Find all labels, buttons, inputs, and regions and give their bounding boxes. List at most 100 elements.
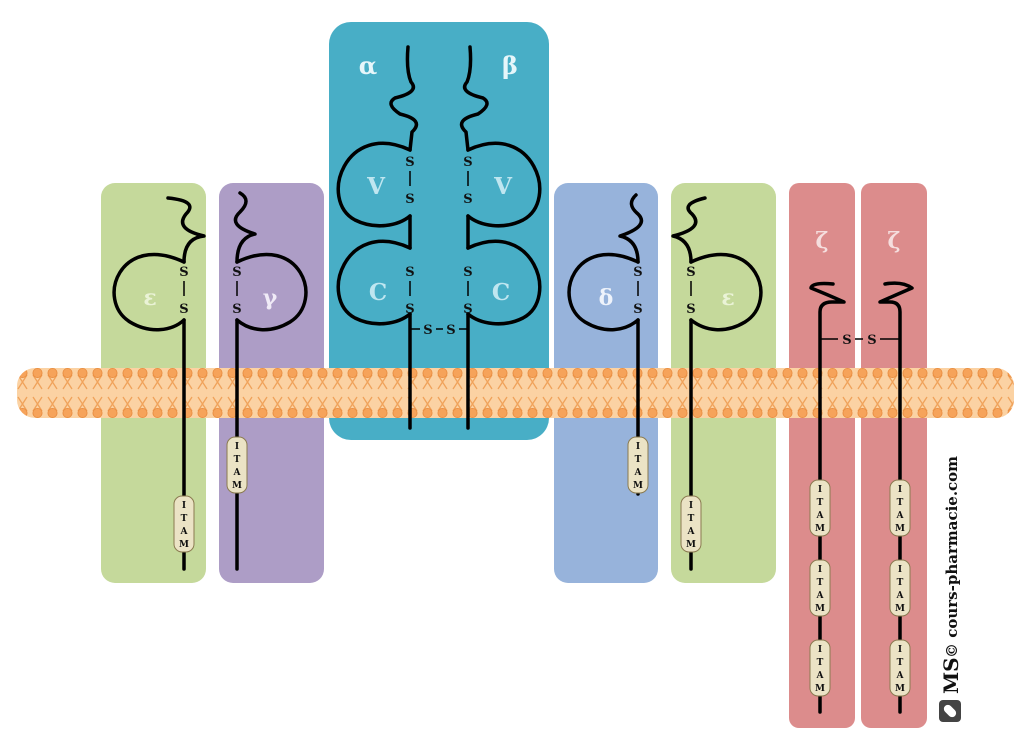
epsilon-right-domain-label: ε (721, 285, 734, 311)
zeta-left-label: ζ (815, 228, 828, 254)
itam-letter-i: I (898, 485, 902, 495)
itam-letter-t: T (817, 578, 824, 588)
itam-letter-t: T (817, 498, 824, 508)
alpha-c-domain-label: C (369, 279, 387, 306)
delta-domain-label: δ (599, 285, 614, 311)
sulfur-label: S (633, 302, 642, 317)
itam-motif: I T A M (889, 639, 911, 697)
gamma-chain: S S γ I T A M (226, 191, 308, 571)
itam-letter-m: M (633, 481, 643, 491)
zeta-right-chain: ζ I T A M I T A M I T A M (878, 228, 914, 714)
itam-letter-m: M (815, 684, 825, 694)
alpha-chain-label: α (359, 51, 377, 80)
sulfur-label: S (842, 333, 851, 348)
sulfur-label: S (179, 265, 188, 280)
tcr-alpha-beta-panel (329, 22, 549, 440)
itam-letter-t: T (181, 514, 188, 524)
itam-letter-a: A (816, 671, 825, 681)
itam-motif: I T A M (809, 639, 831, 697)
itam-letter-t: T (635, 455, 642, 465)
itam-letter-i: I (818, 485, 822, 495)
itam-letter-t: T (688, 514, 695, 524)
itam-motif: I T A M (173, 495, 195, 553)
itam-letter-a: A (634, 468, 643, 478)
itam-letter-m: M (895, 684, 905, 694)
sulfur-label: S (686, 302, 695, 317)
alpha-v-domain-label: V (366, 173, 386, 200)
itam-letter-m: M (179, 540, 189, 550)
gamma-domain-label: γ (263, 285, 278, 311)
itam-letter-t: T (897, 498, 904, 508)
beta-chain-label: β (502, 51, 518, 80)
itam-letter-a: A (896, 671, 905, 681)
sulfur-label: S (633, 265, 642, 280)
itam-letter-t: T (897, 658, 904, 668)
itam-letter-i: I (182, 501, 186, 511)
itam-letter-i: I (898, 645, 902, 655)
itam-motif: I T A M (889, 559, 911, 617)
tcr-beta-chain: β S S S S V C (459, 45, 542, 430)
alpha-beta-disulfide-bridge: S S (410, 323, 468, 338)
itam-motif: I T A M (680, 495, 702, 553)
sulfur-label: S (232, 265, 241, 280)
beta-v-domain-label: V (493, 173, 513, 200)
epsilon-left-domain-label: ε (143, 285, 156, 311)
sulfur-label: S (463, 302, 472, 317)
itam-letter-m: M (232, 481, 242, 491)
itam-letter-i: I (235, 442, 239, 452)
itam-letter-t: T (897, 578, 904, 588)
itam-letter-a: A (687, 527, 696, 537)
sulfur-label: S (686, 265, 695, 280)
itam-letter-t: T (817, 658, 824, 668)
itam-letter-m: M (895, 604, 905, 614)
cell-membrane (17, 368, 1014, 418)
watermark: MS © cours-pharmacie.com (939, 456, 963, 722)
tcr-alpha-chain: α S S S S V C (336, 45, 419, 430)
sulfur-label: S (463, 265, 472, 280)
itam-letter-a: A (180, 527, 189, 537)
itam-letter-m: M (895, 524, 905, 534)
watermark-brand: MS (939, 657, 963, 694)
zeta-left-panel (789, 183, 855, 728)
itam-letter-a: A (816, 511, 825, 521)
itam-letter-i: I (898, 565, 902, 575)
sulfur-label: S (232, 302, 241, 317)
itam-letter-t: T (234, 455, 241, 465)
epsilon-left-chain: S S ε I T A M (112, 196, 206, 571)
watermark-text: © cours-pharmacie.com (943, 456, 961, 658)
zeta-left-chain: ζ I T A M I T A M I T A M (809, 228, 846, 714)
itam-motif: I T A M (889, 479, 911, 537)
itam-letter-m: M (815, 604, 825, 614)
delta-chain: S S δ I T A M (567, 193, 649, 496)
zeta-disulfide-bridge: S S (820, 333, 900, 348)
itam-letter-a: A (816, 591, 825, 601)
sulfur-label: S (463, 192, 472, 207)
sulfur-label: S (179, 302, 188, 317)
zeta-right-label: ζ (887, 228, 900, 254)
itam-letter-i: I (689, 501, 693, 511)
sulfur-label: S (405, 302, 414, 317)
itam-letter-a: A (896, 591, 905, 601)
sulfur-label: S (405, 192, 414, 207)
sulfur-label: S (405, 155, 414, 170)
sulfur-label: S (463, 155, 472, 170)
itam-motif: I T A M (627, 436, 649, 494)
beta-c-domain-label: C (492, 279, 510, 306)
itam-letter-a: A (896, 511, 905, 521)
epsilon-right-chain: S S ε I T A M (671, 196, 763, 571)
itam-motif: I T A M (226, 436, 248, 494)
itam-motif: I T A M (809, 479, 831, 537)
sulfur-label: S (867, 333, 876, 348)
itam-letter-m: M (686, 540, 696, 550)
itam-letter-a: A (233, 468, 242, 478)
pill-logo-icon (939, 700, 961, 722)
itam-letter-m: M (815, 524, 825, 534)
itam-letter-i: I (818, 645, 822, 655)
itam-motif: I T A M (809, 559, 831, 617)
sulfur-label: S (405, 265, 414, 280)
itam-letter-i: I (818, 565, 822, 575)
itam-letter-i: I (636, 442, 640, 452)
sulfur-label: S (423, 323, 432, 338)
sulfur-label: S (446, 323, 455, 338)
